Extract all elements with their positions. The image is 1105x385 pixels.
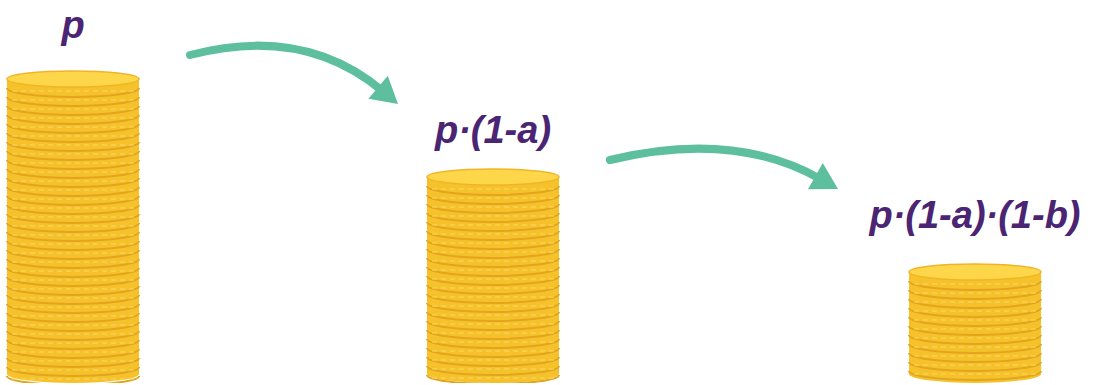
coin-stack-node: p	[6, 5, 140, 383]
amount-label: p·(1-a)	[426, 110, 560, 152]
curved-arrow	[610, 149, 838, 190]
coin-stack-node: p·(1-a)	[426, 110, 560, 383]
coin-stack	[908, 263, 1042, 383]
coin-stack	[6, 70, 140, 383]
curved-arrow	[190, 46, 398, 104]
amount-label: p·(1-a)·(1-b)	[866, 195, 1084, 237]
coin-stack-node: p·(1-a)·(1-b)	[866, 195, 1084, 383]
coin-stack	[426, 168, 560, 383]
amount-label: p	[6, 5, 140, 47]
